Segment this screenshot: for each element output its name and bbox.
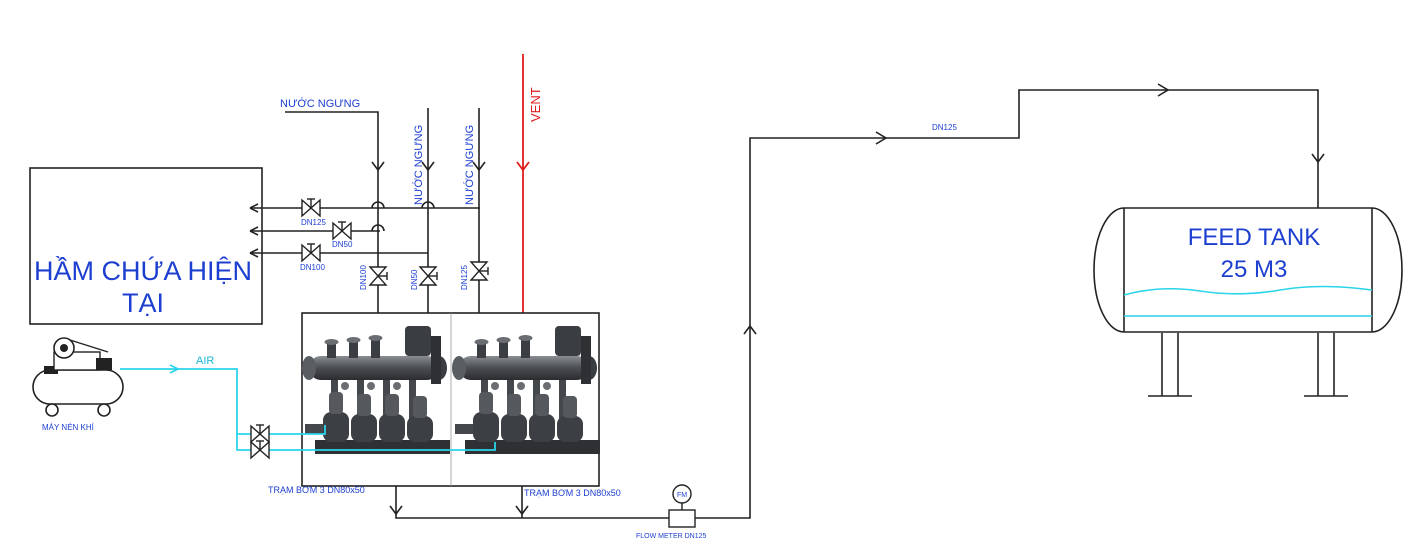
air-compressor	[32, 337, 124, 417]
valve-dn50-vertical	[419, 266, 438, 286]
label-pump-station-2: TRẠM BƠM 3 DN80x50	[524, 488, 621, 498]
air-valve-1	[250, 424, 270, 443]
label-dn50-v: DN50	[410, 269, 419, 290]
label-dn100-h: DN100	[300, 263, 325, 272]
valve-dn100-horizontal	[301, 243, 321, 262]
label-dn125-h: DN125	[301, 218, 326, 227]
feed-tank-label-line1: FEED TANK	[1188, 224, 1320, 251]
label-condensate-3: NƯỚC NGƯNG	[463, 125, 476, 205]
tank-inlet-lines	[249, 203, 480, 258]
label-vent: VENT	[528, 87, 543, 122]
vent-arrow	[516, 161, 530, 172]
existing-tank-label-line1: HẦM CHỨA HIỆN	[34, 255, 252, 286]
flow-meter	[668, 484, 696, 528]
label-dn100-v: DN100	[359, 265, 368, 290]
flow-meter-tag: FM	[677, 492, 687, 499]
label-dn125-v: DN125	[460, 265, 469, 290]
valve-dn100-vertical	[369, 266, 388, 286]
feed-tank	[1093, 207, 1403, 397]
valve-dn50-horizontal	[332, 221, 352, 240]
discharge-line	[389, 83, 1325, 519]
label-condensate-1: NƯỚC NGƯNG	[280, 97, 360, 110]
existing-tank-box	[29, 167, 263, 325]
air-valve-2	[250, 440, 270, 459]
label-air: AIR	[196, 355, 214, 367]
valve-dn125-horizontal	[301, 198, 321, 217]
label-dn125-line: DN125	[932, 123, 957, 132]
label-pump-station-1: TRẠM BƠM 3 DN80x50	[268, 485, 365, 495]
existing-tank-label-line2: TẠI	[122, 288, 164, 318]
pump-station-box	[301, 312, 600, 487]
label-compressor: MÁY NÉN KHÍ	[42, 423, 95, 432]
valve-dn125-vertical	[470, 261, 489, 281]
label-condensate-2: NƯỚC NGƯNG	[412, 125, 425, 205]
label-dn50-h: DN50	[332, 240, 353, 249]
feed-tank-label-line2: 25 M3	[1221, 256, 1288, 283]
label-flow-meter: FLOW METER DN125	[636, 533, 707, 540]
